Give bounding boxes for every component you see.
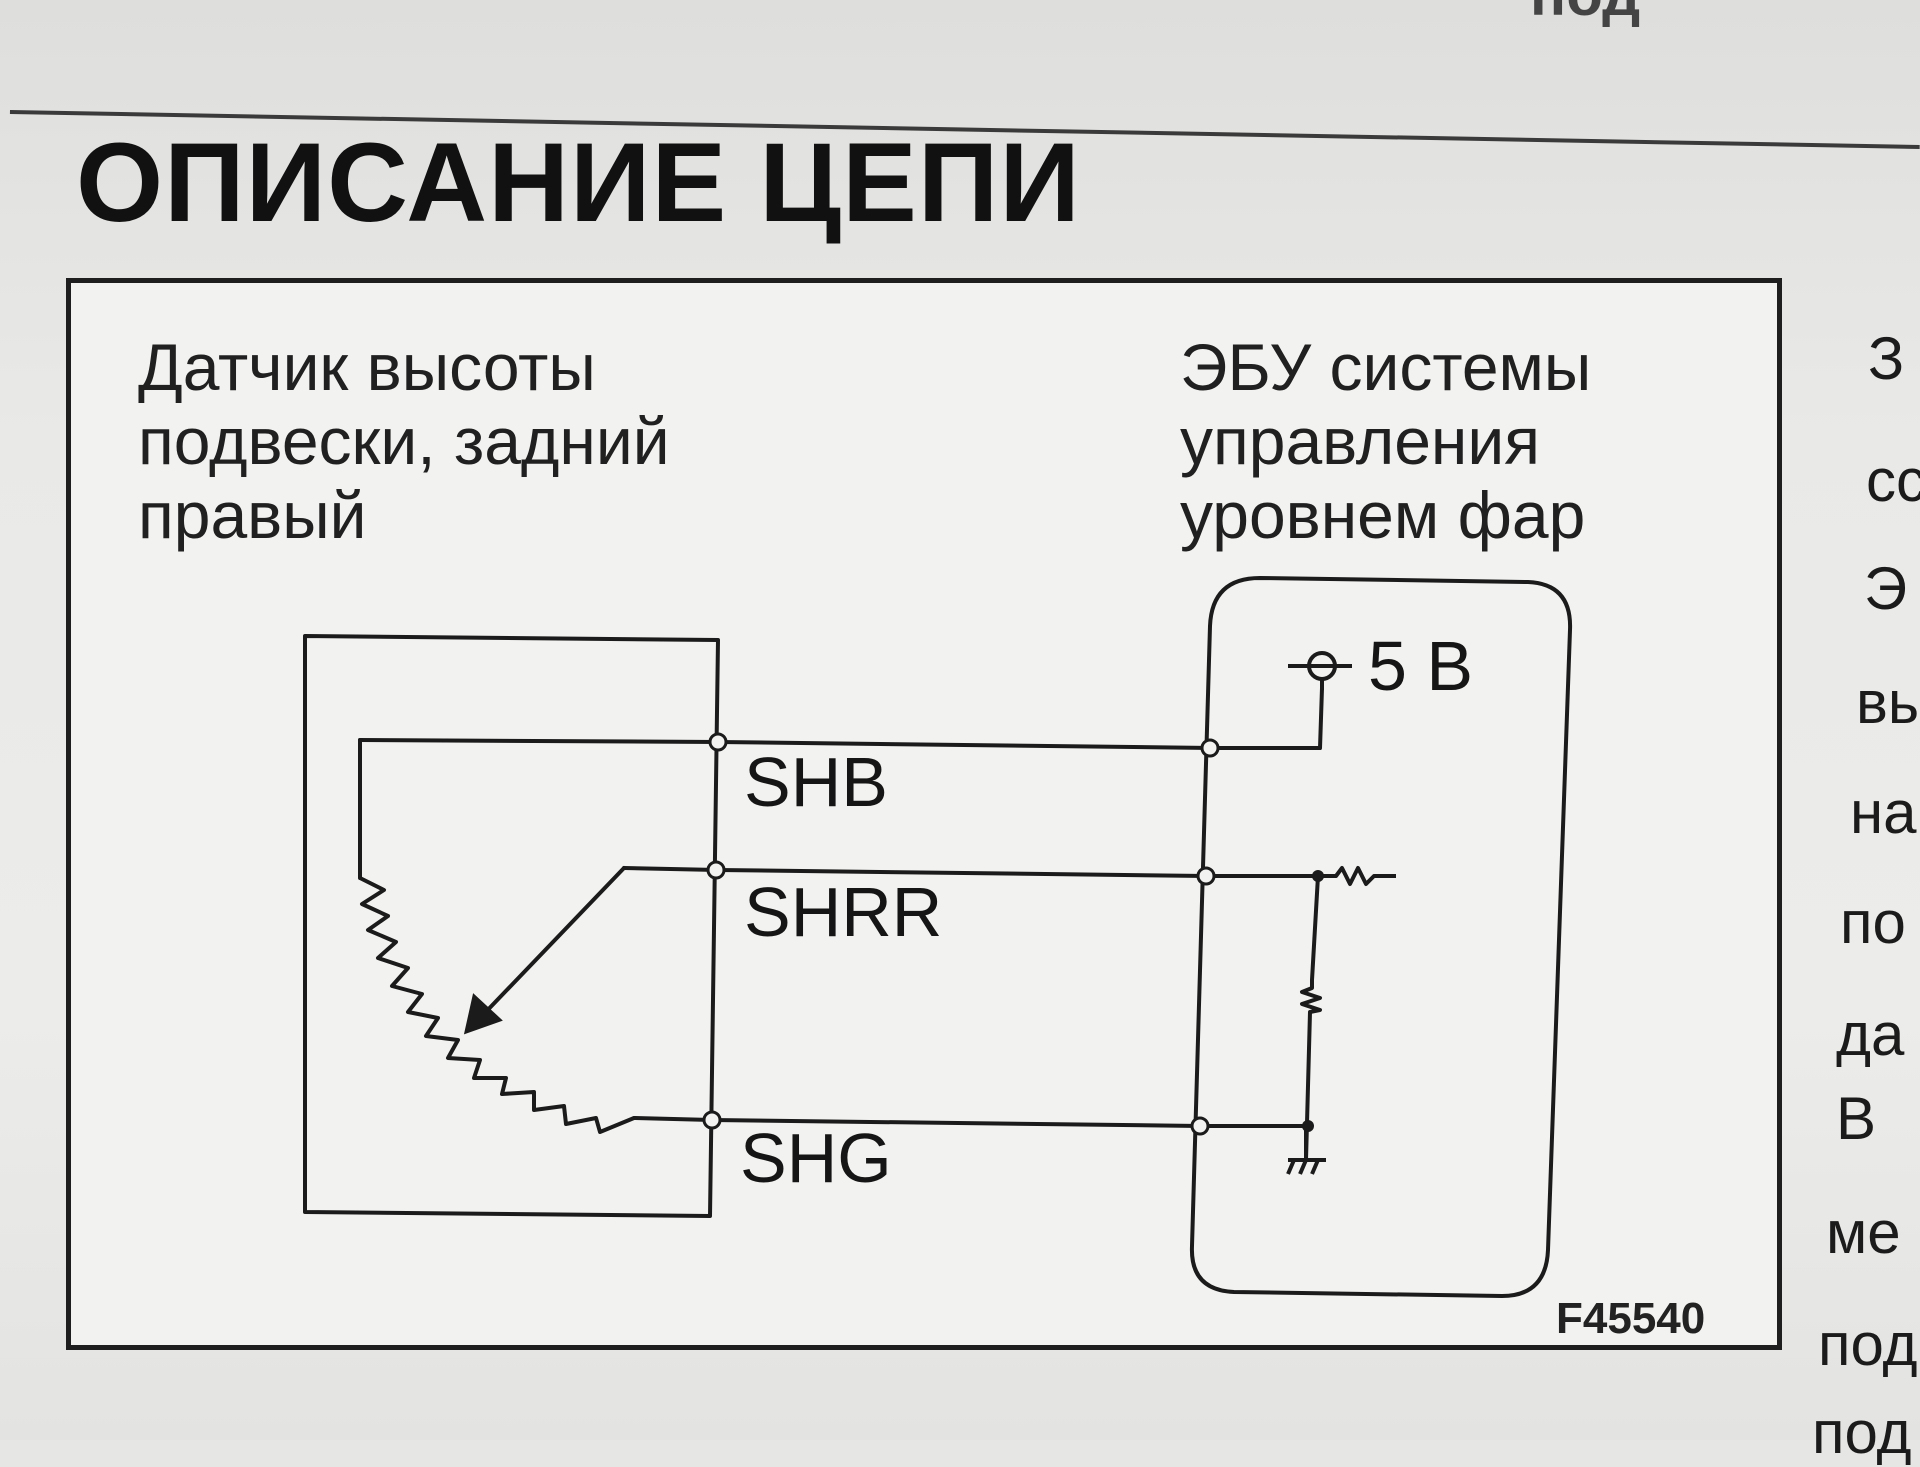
terminal-label-shg: SHG xyxy=(740,1119,892,1197)
side-text-line-5: на xyxy=(1850,779,1917,846)
side-text-line-8: В xyxy=(1836,1085,1877,1152)
ecu-terminal-shg xyxy=(1190,1116,1210,1136)
ecu-terminal-shb xyxy=(1200,738,1220,758)
wire-shg xyxy=(632,1116,1310,1128)
ecu-box xyxy=(1189,576,1573,1298)
wire-shrr xyxy=(622,866,1320,878)
sensor-label-line-1: Датчик высоты xyxy=(138,330,596,404)
shrr-resistor xyxy=(1318,866,1396,886)
side-text-line-1: З xyxy=(1868,325,1905,392)
circuit-figure-frame xyxy=(66,278,1782,1350)
ecu-label-line-3: уровнем фар xyxy=(1180,478,1586,552)
side-text-line-7: да xyxy=(1836,1001,1905,1068)
sensor-label-line-2: подвески, задний xyxy=(138,404,670,478)
sensor-terminal-shrr xyxy=(706,860,726,880)
junction-shrr xyxy=(1312,870,1324,882)
side-text-line-2: сс xyxy=(1866,447,1920,514)
side-text-line-3: Э xyxy=(1864,555,1908,622)
wire-shb-internal xyxy=(1210,686,1324,750)
supply-symbol xyxy=(1288,651,1352,690)
top-text-fragment: под xyxy=(1530,0,1640,29)
ecu-label-line-2: управления xyxy=(1180,404,1540,478)
ecu-label-line-1: ЭБУ системы xyxy=(1180,330,1592,404)
ground-symbol xyxy=(1286,1126,1326,1175)
supply-voltage-label: 5 В xyxy=(1368,627,1474,705)
wire-ecu-vertical xyxy=(1310,874,1320,982)
side-text-line-9: ме xyxy=(1826,1199,1901,1266)
section-title: ОПИСАНИЕ ЦЕПИ xyxy=(76,120,1081,245)
terminal-label-shrr: SHRR xyxy=(744,873,943,951)
potentiometer-resistor xyxy=(359,876,635,1134)
junction-shg xyxy=(1302,1120,1314,1132)
figure-id: F45540 xyxy=(1556,1294,1706,1343)
ecu-terminal-shrr xyxy=(1196,866,1216,886)
ecu-divider-resistor xyxy=(1300,980,1322,1014)
side-text-line-10: под xyxy=(1818,1311,1918,1378)
sensor-terminal-shb xyxy=(708,732,728,752)
terminal-connectors xyxy=(702,732,1220,1136)
sensor-label: Датчик высоты подвески, задний правый xyxy=(138,330,670,552)
wiper-arrowhead xyxy=(463,993,503,1035)
sensor-terminal-shg xyxy=(702,1110,722,1130)
side-text-line-4: вь xyxy=(1856,669,1920,736)
sensor-box xyxy=(303,634,720,1218)
wiper-line xyxy=(478,866,626,1020)
sensor-label-line-3: правый xyxy=(138,478,367,552)
side-text-line-6: по xyxy=(1840,889,1906,956)
side-text-line-11: под xyxy=(1812,1399,1912,1466)
terminal-label-shb: SHB xyxy=(744,743,888,821)
ecu-label: ЭБУ системы управления уровнем фар xyxy=(1180,330,1591,552)
